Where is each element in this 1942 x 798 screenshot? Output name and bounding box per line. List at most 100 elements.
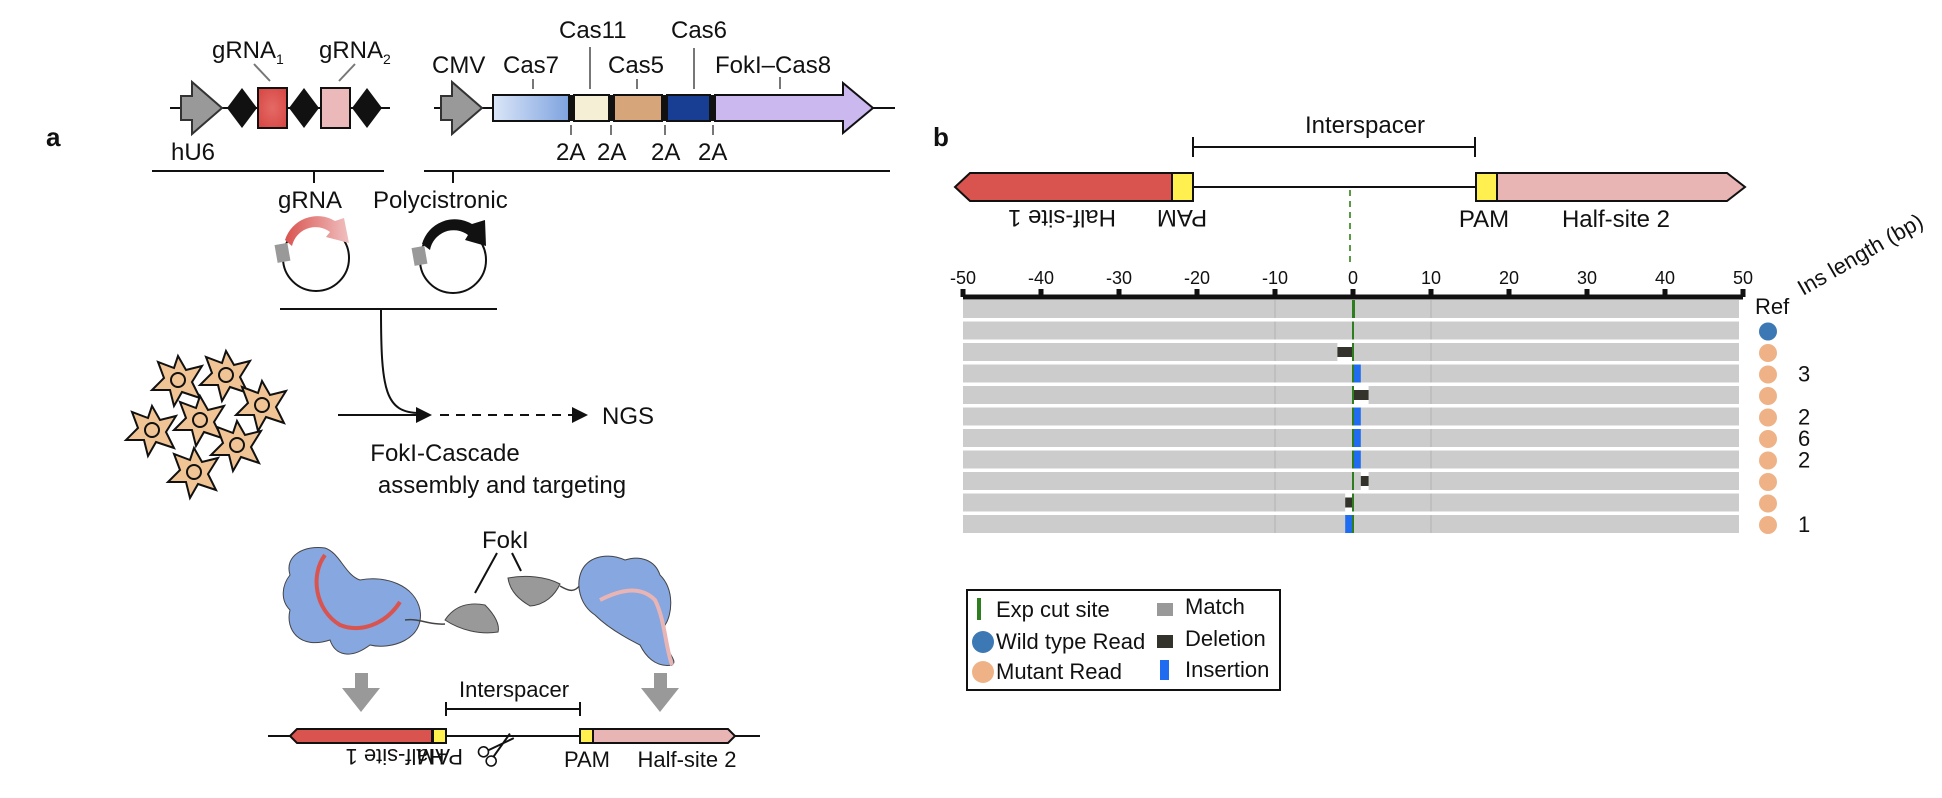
pam-1-box (1171, 172, 1194, 202)
insertion-mark (1353, 407, 1361, 426)
read-row (963, 364, 1739, 383)
arrow-head-icon (572, 407, 588, 423)
mutant-marker (1759, 344, 1777, 362)
linker-2a-3: 2A (651, 139, 680, 166)
cut-site-mark (1352, 429, 1354, 447)
mutant-marker (1759, 494, 1777, 513)
legend-cut-site-swatch (977, 598, 981, 620)
cut-site-mark (1352, 407, 1354, 426)
legend-insertion-swatch (1160, 660, 1169, 680)
cut-site-mark (1352, 472, 1354, 490)
linker-2a-4: 2A (698, 139, 727, 166)
cut-site-mark (1352, 386, 1354, 404)
mutant-marker (1759, 451, 1777, 470)
insertion-mark (1353, 429, 1361, 447)
cas6-label: Cas6 (671, 17, 727, 44)
half-site-2-box (592, 728, 737, 744)
cut-site-mark (1352, 450, 1354, 469)
interspacer-label-b: Interspacer (1305, 112, 1425, 139)
axis-tick-label: 40 (1655, 268, 1675, 288)
ngs-label: NGS (602, 403, 654, 430)
deletion-mark (1353, 390, 1369, 400)
ins-length-value: 3 (1798, 362, 1810, 387)
repeat-diamond-3 (352, 88, 382, 128)
down-arrow-icon (342, 673, 380, 712)
polycistronic-construct: CMV Cas7 Cas11 Cas5 Cas6 FokI–Cas8 2A 2A… (424, 17, 895, 183)
reference-row (963, 300, 1739, 318)
cas5-label: Cas5 (608, 52, 664, 79)
cut-site-mark (1352, 364, 1354, 383)
foki-cas8-arrow (714, 80, 875, 136)
wild-type-marker (1759, 322, 1777, 341)
half-site-1-label-a: Half-site 1 (345, 744, 444, 769)
cmv-promoter-arrow (440, 79, 484, 137)
pam-2-label-a: PAM (564, 747, 610, 772)
insertion-mark (1345, 515, 1353, 533)
workflow: NGS FokI-Cascade assembly and targeting (338, 309, 654, 499)
ins-length-value: 1 (1798, 512, 1810, 537)
legend-mutant-label: Mutant Read (996, 659, 1122, 684)
foki-right-blob (507, 575, 561, 607)
read-row (963, 386, 1739, 404)
linker-2a-1: 2A (556, 139, 585, 166)
mutant-marker (1759, 516, 1777, 534)
pam-1-label-b: PAM (1157, 204, 1207, 231)
panel-b-target: Interspacer Half-site 1 PAM PAM Half-sit… (953, 112, 1747, 265)
cas7-label: Cas7 (503, 52, 559, 79)
foki-label: FokI (482, 527, 529, 554)
cut-site-mark (1352, 321, 1354, 340)
read-row (963, 450, 1739, 469)
cut-site-mark (1352, 343, 1354, 361)
axis-tick-label: 10 (1421, 268, 1441, 288)
hu6-label: hU6 (171, 139, 215, 166)
axis-tick-label: -10 (1262, 268, 1288, 288)
axis-tick-label: 30 (1577, 268, 1597, 288)
axis-tick-label: 0 (1348, 268, 1358, 288)
legend-wild-type-swatch (972, 631, 994, 653)
repeat-diamond-1 (227, 88, 257, 128)
half-site-2-label-b: Half-site 2 (1562, 206, 1670, 233)
grna1-label: gRNA1 (212, 37, 284, 67)
cascade-left-blob (282, 546, 421, 655)
axis-tick-label: -40 (1028, 268, 1054, 288)
down-arrow-icon (641, 673, 679, 712)
plasmid-grna-label: gRNA (278, 187, 342, 214)
workflow-step-label-2: assembly and targeting (378, 472, 626, 499)
legend-wild-type-label: Wild type Read (996, 629, 1145, 654)
mutant-marker (1759, 473, 1777, 491)
plasmids: gRNA Polycistronic (274, 187, 508, 310)
legend-mutant-swatch (972, 661, 994, 683)
read-row (963, 321, 1739, 340)
ref-label: Ref (1755, 294, 1790, 319)
deletion-mark (1337, 347, 1353, 357)
ins-length-value: 6 (1798, 426, 1810, 451)
legend-insertion-label: Insertion (1185, 657, 1269, 682)
half-site-1-box (953, 172, 1173, 202)
foki-cascade-complex: FokI (282, 527, 679, 712)
mutant-marker (1759, 387, 1777, 405)
insertion-mark (1353, 364, 1361, 383)
half-site-2-label-a: Half-site 2 (637, 747, 736, 772)
legend-cut-site-label: Exp cut site (996, 597, 1110, 622)
panel-b-label: b (933, 122, 949, 152)
cells-icon (123, 348, 289, 501)
panel-a-label: a (46, 122, 61, 152)
cut-site-mark (1352, 515, 1354, 533)
grna2-box (320, 87, 351, 129)
read-row (963, 472, 1739, 490)
arrow-head-icon (416, 407, 432, 423)
workflow-step-label: FokI-Cascade (370, 440, 519, 467)
cut-site-mark (1352, 493, 1354, 512)
cas11-label: Cas11 (559, 17, 627, 44)
legend-match-label: Match (1185, 594, 1245, 619)
ins-length-header: Ins length (bp) (1793, 208, 1927, 300)
panel-a-target: Interspacer Half-site 1 PAM PAM Half-sit… (268, 677, 760, 772)
pam-2-label-b: PAM (1459, 206, 1509, 233)
cas11-segment (573, 94, 610, 122)
legend-deletion-label: Deletion (1185, 626, 1266, 651)
ins-length-value: 2 (1798, 448, 1810, 473)
interspacer-label-a: Interspacer (459, 677, 569, 702)
read-row (963, 407, 1739, 426)
